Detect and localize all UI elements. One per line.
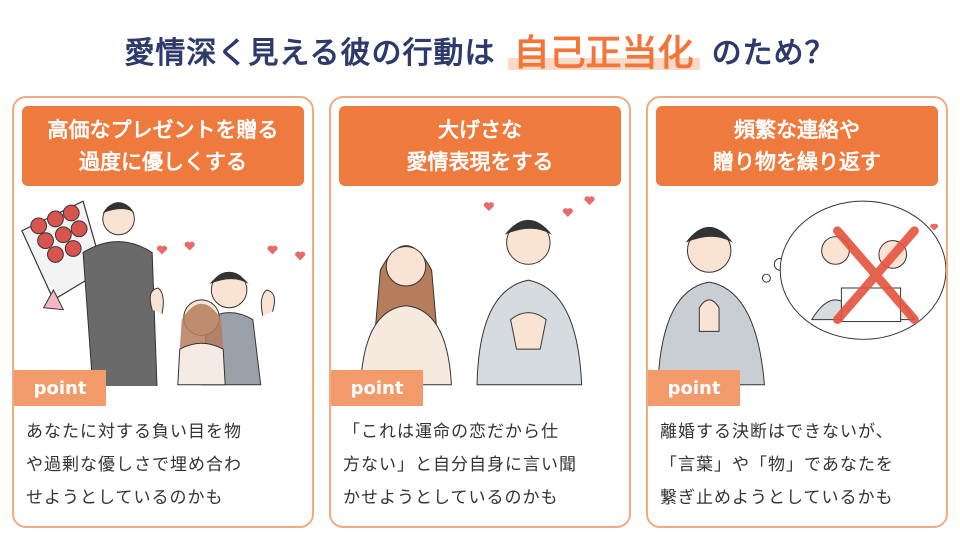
card-expensive-gifts: 高価なプレゼントを贈る 過度に優しくする	[12, 96, 314, 528]
card-header-line: 頻繁な連絡や	[734, 118, 860, 142]
thought-bubble-icon	[761, 200, 946, 340]
card-header-line: 高価なプレゼントを贈る	[47, 118, 279, 142]
heart-icon	[267, 245, 278, 255]
illustration-thinking-man	[648, 190, 946, 386]
card-header: 頻繁な連絡や 贈り物を繰り返す	[656, 106, 938, 186]
body-line: 「これは運命の恋だから仕	[343, 422, 559, 442]
point-label: point	[14, 370, 106, 406]
body-line: せようとしているのかも	[26, 488, 224, 508]
couple-illustration	[149, 271, 275, 386]
card-header-line: 過度に優しくする	[79, 150, 247, 174]
man-illustration	[476, 219, 583, 386]
card-header-line: 大げさな	[438, 118, 522, 142]
card-frequent-contact: 頻繁な連絡や 贈り物を繰り返す	[646, 96, 948, 528]
heart-icon	[295, 251, 306, 261]
title-highlight: 自己正当化	[504, 24, 704, 76]
page-title: 愛情深く見える彼の行動は 自己正当化 のため？	[0, 22, 960, 78]
body-line: かせようとしているのかも	[343, 488, 559, 508]
body-line: 方ない」と自分自身に言い聞	[343, 455, 577, 475]
point-label: point	[648, 370, 740, 406]
card-body-text: あなたに対する負い目を物 や過剰な優しさで埋め合わ せようとしているのかも	[26, 416, 300, 515]
card-header: 大げさな 愛情表現をする	[339, 106, 621, 186]
heart-icon	[562, 208, 573, 217]
heart-icon	[483, 202, 494, 212]
card-exaggerated-love: 大げさな 愛情表現をする point 「これ	[329, 96, 631, 528]
heart-icon	[584, 196, 595, 206]
man-illustration	[657, 226, 765, 386]
x-mark-icon	[833, 226, 919, 325]
body-line: 「言葉」や「物」であなたを	[660, 455, 894, 475]
woman-illustration	[360, 245, 452, 386]
body-line: あなたに対する負い目を物	[26, 422, 242, 442]
card-header-line: 愛情表現をする	[406, 150, 554, 174]
card-header-line: 贈り物を繰り返す	[713, 150, 881, 174]
illustration-couple-affection	[331, 190, 629, 386]
card-body-text: 離婚する決断はできないが、 「言葉」や「物」であなたを 繋ぎ止めようとしているか…	[660, 416, 934, 515]
body-line: 繋ぎ止めようとしているかも	[660, 488, 894, 508]
bouquet-illustration	[21, 200, 104, 311]
heart-icon	[930, 223, 939, 231]
heart-icon	[184, 241, 195, 251]
card-body-text: 「これは運命の恋だから仕 方ない」と自分自身に言い聞 かせようとしているのかも	[343, 416, 617, 515]
heart-icon	[156, 245, 168, 255]
body-line: や過剰な優しさで埋め合わ	[26, 455, 242, 475]
card-header: 高価なプレゼントを贈る 過度に優しくする	[22, 106, 304, 186]
body-line: 離婚する決断はできないが、	[660, 422, 894, 442]
point-label: point	[331, 370, 423, 406]
title-prefix: 愛情深く見える彼の行動は	[124, 36, 496, 71]
man-illustration	[82, 202, 158, 386]
title-suffix: のため？	[711, 36, 836, 71]
illustration-gift-couple	[14, 190, 312, 386]
